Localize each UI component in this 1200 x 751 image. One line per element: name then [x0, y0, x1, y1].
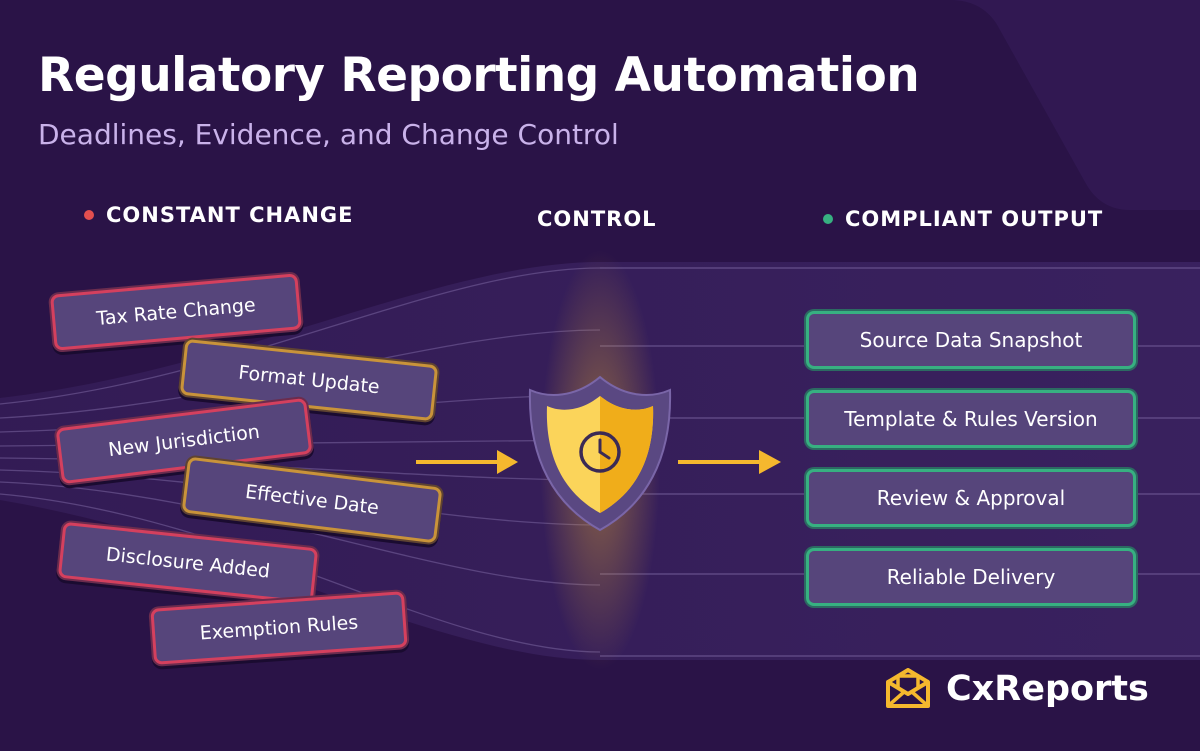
heading-compliant-output: COMPLIANT OUTPUT [823, 207, 1103, 231]
green-dot-icon [823, 214, 833, 224]
change-card-label: Exemption Rules [199, 611, 359, 645]
page-title: Regulatory Reporting Automation [38, 48, 920, 103]
brand-logo: CxReports [884, 668, 1149, 710]
heading-label: CONTROL [537, 207, 657, 231]
output-card-label: Reliable Delivery [886, 565, 1056, 589]
arrow-right-icon [678, 450, 781, 474]
change-card-label: Disclosure Added [104, 543, 272, 583]
change-card-label: Format Update [237, 361, 381, 399]
output-card-label: Template & Rules Version [844, 407, 1098, 431]
decor-shape [590, 0, 1200, 210]
heading-constant-change: CONSTANT CHANGE [84, 203, 354, 227]
brand-name: CxReports [946, 669, 1149, 709]
output-card-label: Review & Approval [876, 486, 1066, 510]
change-card-label: New Jurisdiction [107, 420, 261, 462]
change-card-label: Effective Date [243, 480, 381, 520]
heading-label: COMPLIANT OUTPUT [845, 207, 1104, 231]
output-card: Source Data Snapshot [806, 311, 1136, 369]
shield-clock-icon [528, 375, 672, 532]
cxreports-logo-icon [886, 668, 930, 708]
output-card-label: Source Data Snapshot [859, 328, 1083, 352]
red-dot-icon [84, 210, 94, 220]
output-card: Template & Rules Version [806, 390, 1136, 448]
page-subtitle: Deadlines, Evidence, and Change Control [38, 118, 619, 151]
output-card: Reliable Delivery [806, 548, 1136, 606]
change-card-label: Tax Rate Change [95, 294, 257, 330]
arrow-right-icon [416, 450, 518, 474]
output-card: Review & Approval [806, 469, 1136, 527]
heading-control: CONTROL [537, 207, 657, 231]
heading-label: CONSTANT CHANGE [106, 203, 354, 227]
